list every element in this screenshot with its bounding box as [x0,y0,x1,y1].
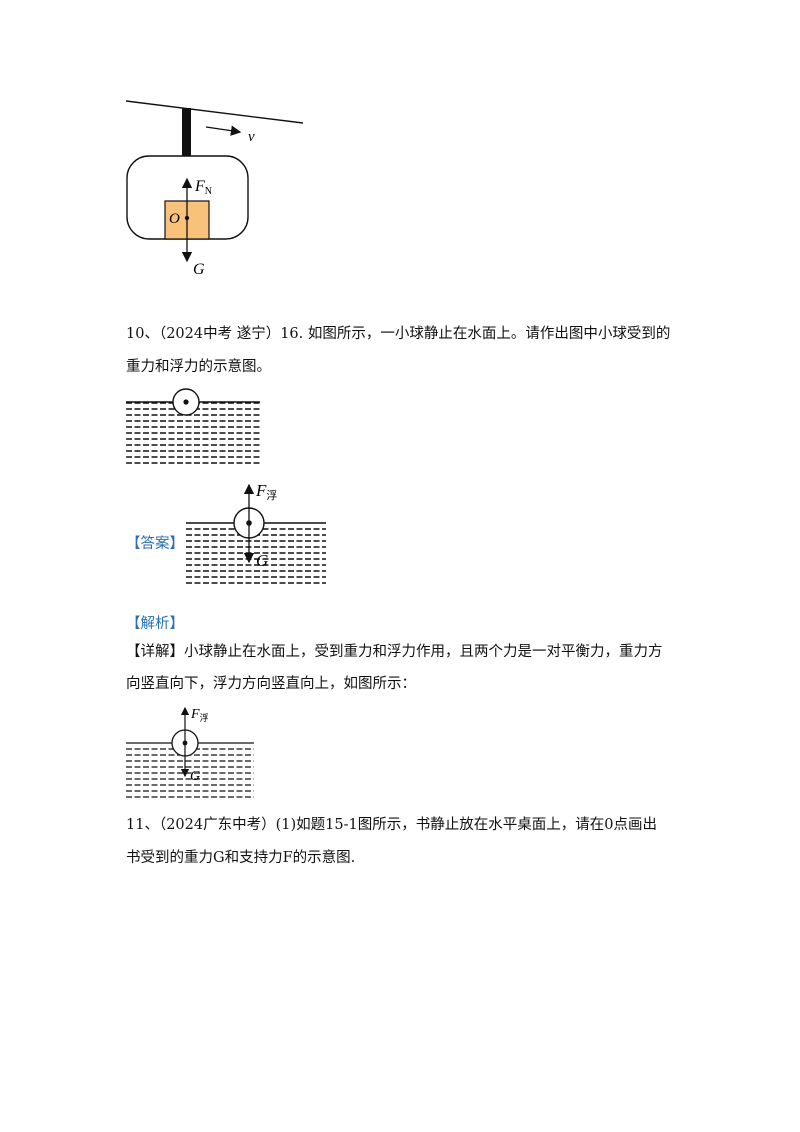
detail-tag: 【详解】 [126,644,184,660]
point-label: O [169,211,180,227]
q11-line2: 书受到的重力G和支持力F的示意图. [126,850,356,866]
velocity-label: v [248,129,255,145]
water-dashes [126,402,260,464]
analysis-line1: 【详解】小球静止在水面上，受到重力和浮力作用，且两个力是一对平衡力，重力方 [126,642,663,662]
q11-line1: 11、（2024广东中考）(1)如题15-1图所示，书静止放在水平桌面上，请在0… [126,817,657,833]
gravity-label: G [256,551,268,570]
answer-figure: F浮 G [186,481,326,584]
analysis-line2: 向竖直向下，浮力方向竖直向上，如图所示： [126,676,416,692]
ball-center [183,399,189,405]
analysis-tag: 【解析】 [126,616,184,632]
q10-line1: 10、（2024中考 遂宁）16. 如图所示，一小球静止在水面上。请作出图中小球… [126,326,671,342]
normal-force-label: FN [194,178,212,197]
buoyancy-label: F浮 [190,707,209,723]
velocity-arrow [205,125,242,136]
gravity-label: G [190,769,200,784]
answer-tag: 【答案】 [126,536,184,552]
detail-text-1: 小球静止在水面上，受到重力和浮力作用，且两个力是一对平衡力，重力方 [184,644,663,660]
analysis-figure: F浮 G [126,706,254,798]
ball-water-figure [126,388,260,464]
hanger-bar [182,108,191,156]
cable-line [125,100,304,124]
gondola-figure: v FN O G [125,100,304,278]
q10-line2: 重力和浮力的示意图。 [126,359,271,375]
gravity-label: G [193,261,205,278]
buoyancy-label: F浮 [255,481,277,502]
